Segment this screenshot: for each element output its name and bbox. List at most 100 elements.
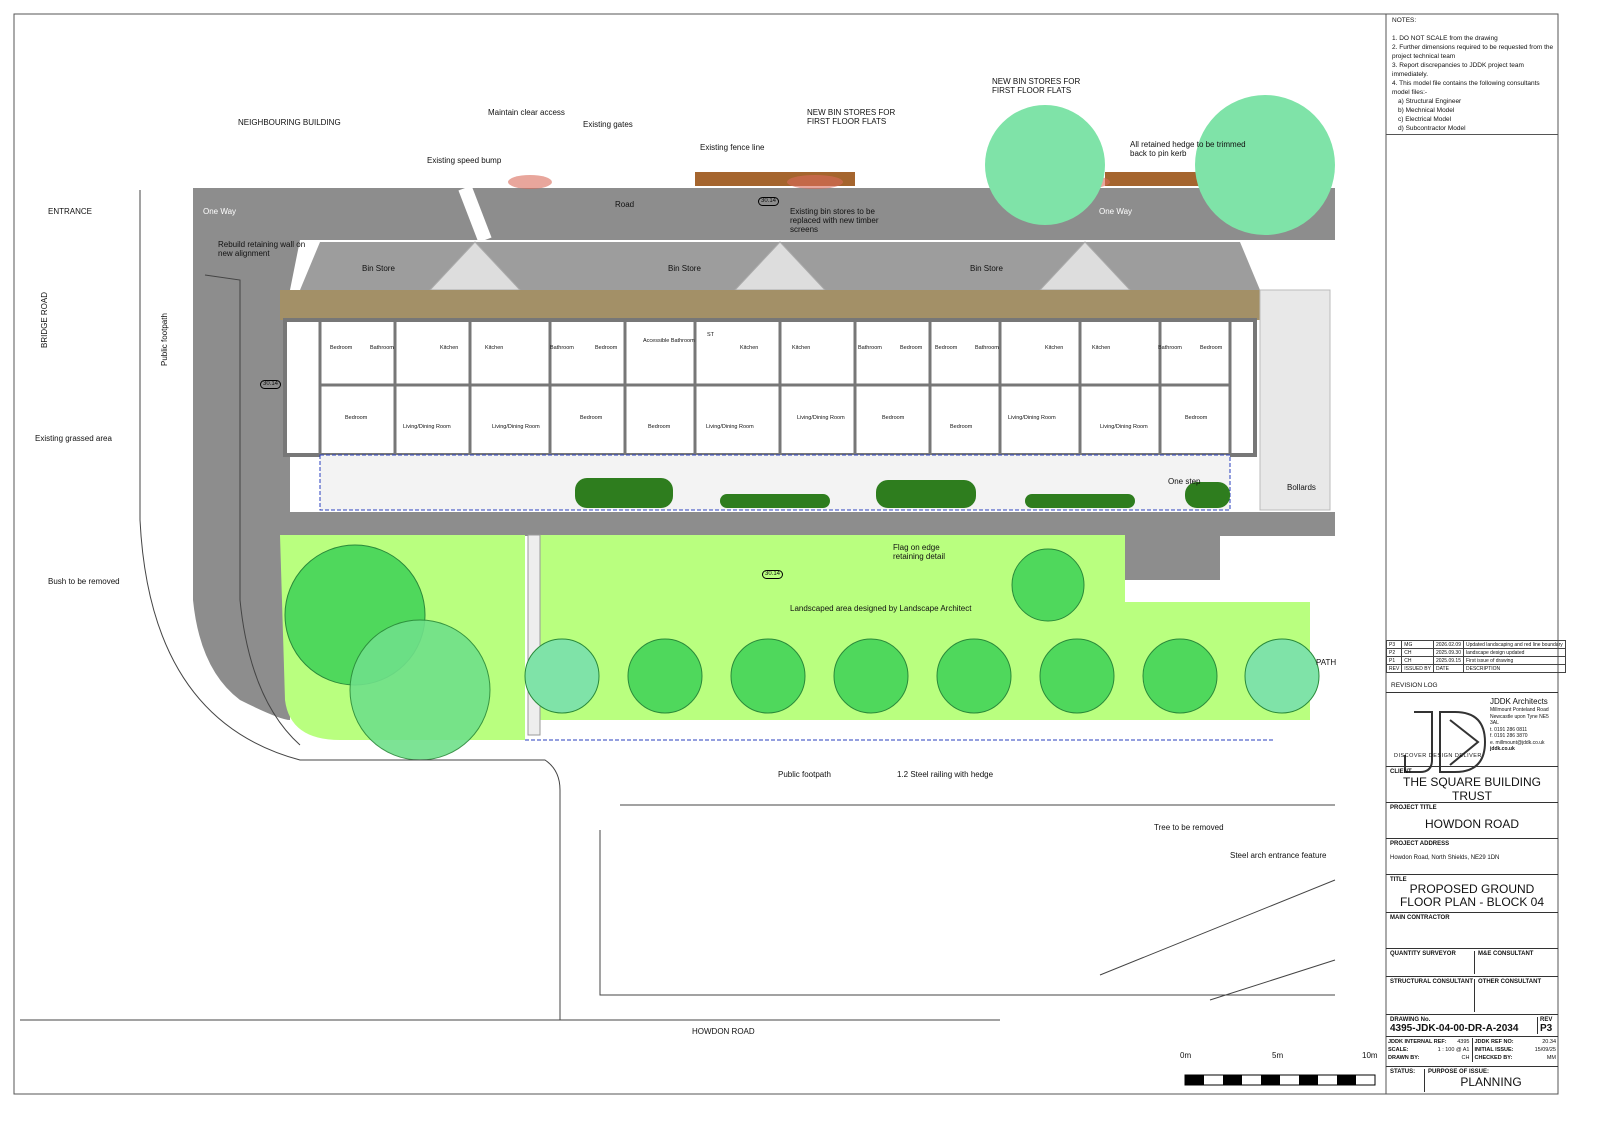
company-tagline: DISCOVER DESIGN DELIVER bbox=[1394, 753, 1482, 759]
room-label: Bedroom bbox=[935, 345, 958, 351]
company-block: DISCOVER DESIGN DELIVER JDDK Architects … bbox=[1386, 692, 1558, 766]
label-one-step: One step bbox=[1168, 477, 1201, 486]
company-address: Millmount Ponteland Road Newcastle upon … bbox=[1490, 707, 1549, 726]
room-label: Bathroom bbox=[858, 345, 882, 351]
label-path: PATH bbox=[1316, 658, 1337, 667]
note: 2. Further dimensions required to be req… bbox=[1392, 44, 1554, 60]
room-label: Kitchen bbox=[792, 345, 811, 351]
company-fax: f. 0191 286 3870 bbox=[1490, 733, 1528, 739]
room-label: Bedroom bbox=[882, 415, 905, 421]
room-label: Kitchen bbox=[1092, 345, 1111, 351]
label-neighbouring: NEIGHBOURING BUILDING bbox=[238, 118, 341, 127]
label-flag-edge: Flag on edge retaining detail bbox=[893, 543, 946, 562]
label-fence: Existing fence line bbox=[700, 143, 765, 152]
room-label: Bedroom bbox=[950, 424, 973, 430]
label-one-way: One Way bbox=[203, 207, 237, 216]
note: d) Subcontractor Model bbox=[1398, 125, 1466, 132]
label-bin-new-2: NEW BIN STORES FOR FIRST FLOOR FLATS bbox=[992, 77, 1081, 96]
room-label: Bedroom bbox=[900, 345, 923, 351]
room-label: Kitchen bbox=[740, 345, 759, 351]
canopy bbox=[280, 290, 1260, 320]
contractor-block: MAIN CONTRACTOR bbox=[1386, 912, 1558, 948]
label-arch: Steel arch entrance feature bbox=[1230, 851, 1327, 860]
drawing-number: 4395-JDK-04-00-DR-A-2034 bbox=[1390, 1023, 1519, 1034]
label-road: Road bbox=[615, 200, 635, 209]
room-label: Living/Dining Room bbox=[1008, 415, 1056, 421]
label-bin-store: Bin Store bbox=[362, 264, 395, 273]
label-railing: 1.2 Steel railing with hedge bbox=[897, 770, 994, 779]
note: c) Electrical Model bbox=[1398, 116, 1452, 123]
scale-bar bbox=[1184, 1074, 1376, 1086]
jddk-logo bbox=[1404, 711, 1487, 773]
label-public-footpath: Public footpath bbox=[778, 770, 831, 779]
note: 1. DO NOT SCALE from the drawing bbox=[1392, 35, 1498, 42]
company-email: e. millmount@jddk.co.uk bbox=[1490, 739, 1545, 746]
drawing-title: PROPOSED GROUND FLOOR PLAN - BLOCK 04 bbox=[1399, 882, 1545, 909]
room-label: Bedroom bbox=[595, 345, 618, 351]
room-label: Bathroom bbox=[1158, 345, 1182, 351]
client-name: THE SQUARE BUILDING TRUST bbox=[1402, 775, 1542, 802]
room-label: Bedroom bbox=[345, 415, 368, 421]
room-label: Bedroom bbox=[1185, 415, 1208, 421]
level-marker: 30.14 bbox=[758, 197, 780, 206]
room-label: Bathroom bbox=[370, 345, 394, 351]
level-marker: 30.14 bbox=[762, 570, 784, 579]
label-speed-bump: Existing speed bump bbox=[427, 156, 502, 165]
label-bin-store: Bin Store bbox=[970, 264, 1003, 273]
label-public-footpath-v: Public footpath bbox=[160, 313, 169, 366]
label-one-way: One Way bbox=[1099, 207, 1133, 216]
company-tel: t. 0191 286 0811 bbox=[1490, 726, 1528, 733]
label-tree-removed: Tree to be removed bbox=[1154, 823, 1224, 832]
note: 3. Report discrepancies to JDDK project … bbox=[1392, 62, 1524, 78]
project-address: Howdon Road, North Shields, NE29 1DN bbox=[1390, 855, 1500, 861]
room-label: Living/Dining Room bbox=[706, 424, 754, 430]
notes-title: NOTES: bbox=[1392, 17, 1417, 24]
note: a) Structural Engineer bbox=[1398, 98, 1462, 105]
purpose-of-issue: PLANNING bbox=[1460, 1075, 1522, 1089]
room-label: Kitchen bbox=[1045, 345, 1064, 351]
revision-log-title: REVISION LOG bbox=[1391, 682, 1438, 689]
scale-label: 5m bbox=[1272, 1051, 1284, 1060]
label-landscaped: Landscaped area designed by Landscape Ar… bbox=[790, 604, 972, 613]
room-label: Bedroom bbox=[330, 345, 353, 351]
company-web: jddk.co.uk bbox=[1490, 746, 1515, 752]
label-clear-access: Maintain clear access bbox=[488, 108, 565, 117]
room-label: Bathroom bbox=[975, 345, 999, 351]
label-gates: Existing gates bbox=[583, 120, 633, 129]
label-entrance: ENTRANCE bbox=[48, 207, 93, 216]
room-label: Bedroom bbox=[1200, 345, 1223, 351]
label-hedge: All retained hedge to be trimmed back to… bbox=[1130, 140, 1246, 159]
room-label: Living/Dining Room bbox=[797, 415, 845, 421]
room-label: Bedroom bbox=[648, 424, 671, 430]
parking bbox=[1125, 535, 1220, 580]
project-title: HOWDON ROAD bbox=[1425, 817, 1519, 831]
road-lower bbox=[280, 512, 1335, 536]
label-bin-new-1: NEW BIN STORES FOR FIRST FLOOR FLATS bbox=[807, 108, 896, 127]
level-marker: 30.14 bbox=[260, 380, 282, 389]
room-label: Kitchen bbox=[440, 345, 459, 351]
label-howdon-road: HOWDON ROAD bbox=[692, 1027, 755, 1036]
label-retaining: Rebuild retaining wall on new alignment bbox=[218, 240, 306, 259]
scale-label: 0m bbox=[1180, 1051, 1192, 1060]
scale-label: 10m bbox=[1362, 1051, 1378, 1060]
label-grassed: Existing grassed area bbox=[35, 434, 112, 443]
trees bbox=[284, 95, 1335, 761]
building-block bbox=[283, 318, 1257, 457]
note: 4. This model file contains the followin… bbox=[1392, 80, 1540, 96]
room-label: ST bbox=[707, 332, 715, 338]
room-label: Accessible Bathroom bbox=[643, 338, 695, 344]
